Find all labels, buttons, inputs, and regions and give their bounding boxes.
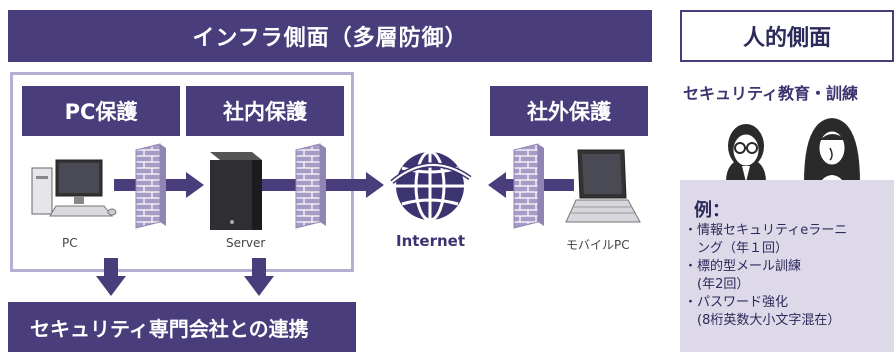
pc-protection-label: PC保護 bbox=[22, 86, 180, 136]
example-item: ・標的型メール訓練 bbox=[684, 259, 802, 274]
examples-panel bbox=[680, 180, 894, 352]
example-item: (年2回） bbox=[684, 277, 750, 292]
laptop-icon bbox=[565, 149, 641, 223]
arrow-firewall-to-internet bbox=[326, 172, 384, 198]
internal-protection-label: 社内保護 bbox=[186, 86, 344, 136]
person-with-glasses-icon bbox=[726, 124, 766, 182]
arrow-mobile-to-firewall bbox=[544, 179, 574, 191]
down-arrow-left bbox=[96, 258, 126, 296]
examples-title: 例： bbox=[694, 200, 730, 221]
internet-globe-icon bbox=[390, 150, 472, 222]
example-item: ・パスワード強化 bbox=[684, 295, 789, 310]
example-item: (8桁英数大小文字混在） bbox=[684, 313, 841, 328]
person-long-hair-icon bbox=[804, 118, 860, 182]
internal-protection-frame bbox=[10, 72, 354, 272]
external-protection-label: 社外保護 bbox=[490, 86, 648, 136]
firewall-1-icon bbox=[135, 143, 166, 229]
security-training-label: セキュリティ教育・訓練 bbox=[683, 84, 859, 103]
desktop-pc-icon bbox=[31, 159, 117, 217]
example-item: ・情報セキュリティeラーニ bbox=[684, 223, 848, 238]
security-partner-banner: セキュリティ専門会社との連携 bbox=[8, 302, 356, 352]
infrastructure-title-banner: インフラ側面（多層防御） bbox=[8, 10, 652, 62]
server-label: Server bbox=[226, 236, 266, 250]
arrow-firewall-to-server bbox=[166, 172, 204, 198]
firewall-2-icon bbox=[295, 143, 326, 229]
examples-list: ・情報セキュリティeラーニ ング（年１回） ・標的型メール訓練 (年2回） ・パ… bbox=[684, 222, 894, 330]
human-aspect-title: 人的側面 bbox=[680, 10, 894, 62]
example-item: ング（年１回） bbox=[684, 241, 789, 256]
firewall-3-icon bbox=[513, 143, 544, 229]
server-icon bbox=[210, 152, 262, 230]
pc-label: PC bbox=[62, 236, 78, 250]
mobile-pc-label: モバイルPC bbox=[566, 238, 630, 252]
down-arrow-right bbox=[244, 258, 274, 296]
internet-label: Internet bbox=[396, 232, 466, 250]
